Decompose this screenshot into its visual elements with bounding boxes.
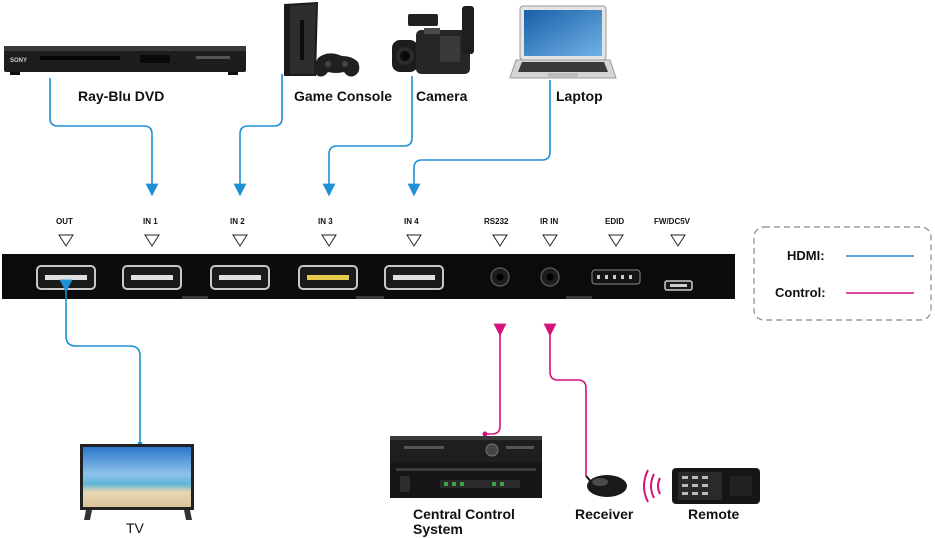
port-label-in4: IN 4 [404, 217, 419, 226]
hdmi-line-out-to-tv [59, 279, 141, 444]
ir-in-jack [540, 267, 560, 287]
hdmi-port-in4 [384, 265, 444, 290]
hdmi-line-camera-to-in3 [322, 76, 413, 197]
legend: HDMI: Control: [753, 226, 932, 321]
game-console-icon [284, 2, 360, 77]
laptop-label: Laptop [556, 88, 603, 104]
triangle-marker [406, 234, 422, 247]
hdmi-line-game-to-in2 [233, 74, 283, 197]
port-marker-triangles [58, 234, 686, 247]
triangle-marker [492, 234, 508, 247]
triangle-marker [58, 234, 74, 247]
bluray-player-icon [4, 46, 246, 75]
ir-signal-waves-icon [643, 469, 661, 503]
port-label-edid: EDID [605, 217, 624, 226]
central-control-label-line2: System [413, 521, 463, 537]
central-control-system-icon [390, 436, 542, 498]
camera-label: Camera [416, 88, 468, 104]
triangle-marker [321, 234, 337, 247]
laptop-icon [509, 5, 617, 79]
tv-label: TV [126, 520, 145, 536]
triangle-marker [670, 234, 686, 247]
video-camera-icon [392, 6, 474, 74]
hdmi-port-out [36, 265, 96, 290]
triangle-marker [608, 234, 624, 247]
hdmi-line-laptop-to-in4 [407, 80, 551, 197]
power-usb-port [664, 280, 693, 291]
triangle-marker [144, 234, 160, 247]
port-label-out: OUT [56, 217, 73, 226]
port-label-ir-in: IR IN [540, 217, 558, 226]
hdmi-port-in1 [122, 265, 182, 290]
port-label-in2: IN 2 [230, 217, 245, 226]
dvd-brand-text: SONY [10, 58, 27, 64]
hdmi-switch-device [2, 254, 735, 299]
hdmi-line-dvd-to-in1 [49, 78, 159, 197]
tv-icon [80, 444, 194, 520]
edid-dip-switch [591, 269, 641, 285]
triangle-marker [542, 234, 558, 247]
receiver-label: Receiver [575, 506, 634, 522]
remote-label: Remote [688, 506, 740, 522]
game-console-label: Game Console [294, 88, 392, 104]
rs232-jack [490, 267, 510, 287]
port-label-in3: IN 3 [318, 217, 333, 226]
hdmi-port-in3 [298, 265, 358, 290]
port-label-rs232: RS232 [484, 217, 509, 226]
central-control-label-line1: Central Control [413, 506, 515, 522]
legend-hdmi-label: HDMI: [787, 248, 825, 263]
control-line-rs232-to-central [486, 323, 507, 435]
port-label-power: FW/DC5V [654, 217, 691, 226]
hdmi-port-in2 [210, 265, 270, 290]
remote-control-icon [672, 468, 760, 504]
ir-receiver-icon [585, 475, 627, 497]
legend-control-label: Control: [775, 285, 826, 300]
control-line-irin-to-receiver [543, 323, 587, 476]
port-label-in1: IN 1 [143, 217, 158, 226]
dvd-label: Ray-Blu DVD [78, 88, 164, 104]
triangle-marker [232, 234, 248, 247]
